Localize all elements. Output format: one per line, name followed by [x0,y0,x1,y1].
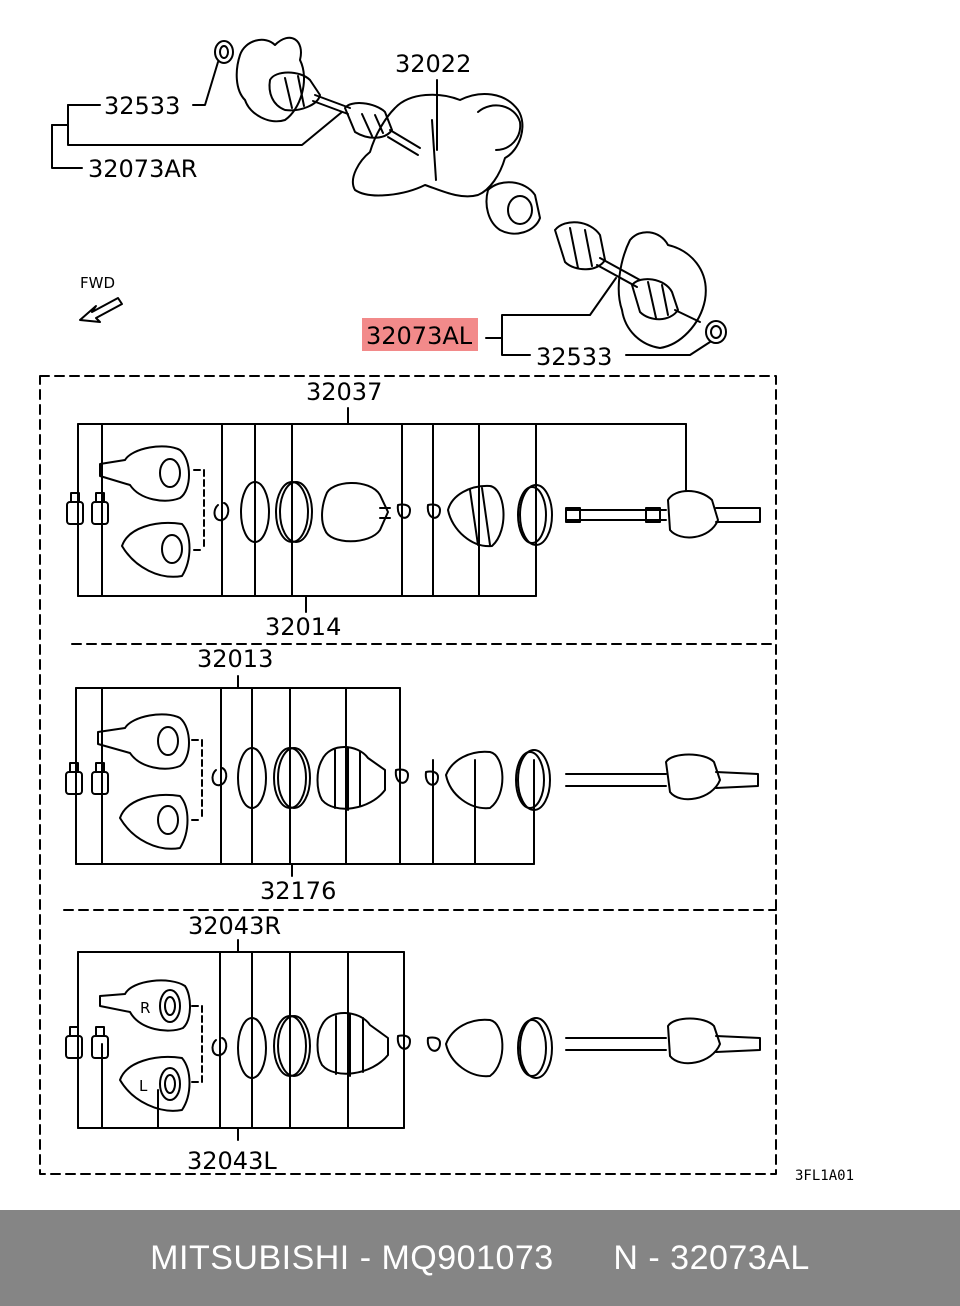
label-32014: 32014 [265,613,341,641]
label-32037: 32037 [306,378,382,406]
part-number: MQ901073 [381,1238,554,1277]
highlight-box [362,318,478,351]
separator: - [349,1238,382,1277]
kit-1 [66,407,761,613]
label-32073AR: 32073AR [88,155,197,183]
parts-diagram: 32022 32533 32073AR FWD 32073AL 32533 32… [39,36,854,1184]
separator-2: - [638,1238,671,1277]
kit-3 [65,939,761,1141]
label-32013: 32013 [197,645,273,673]
label-32043L: 32043L [187,1147,277,1175]
part-info-footer: MITSUBISHI - MQ901073 N - 32073AL [0,1210,960,1306]
label-32043R: 32043R [188,912,281,940]
n-label: N [613,1238,639,1277]
label-32176: 32176 [260,877,336,905]
label-32022: 32022 [395,50,471,78]
spacer [554,1239,614,1278]
drawing-code: 3FL1A01 [795,1168,854,1184]
top-assembly [51,36,727,356]
kit-2 [65,675,759,877]
brand-name: MITSUBISHI [150,1238,350,1277]
marker-r: R [140,999,150,1017]
label-32533-top: 32533 [104,92,180,120]
label-32533-right: 32533 [536,343,612,371]
label-32073AL: 32073AL [366,322,473,350]
marker-l: L [139,1077,148,1095]
label-fwd: FWD [80,274,115,292]
kit-frame [39,375,777,1175]
diagram-number: 32073AL [670,1238,810,1277]
